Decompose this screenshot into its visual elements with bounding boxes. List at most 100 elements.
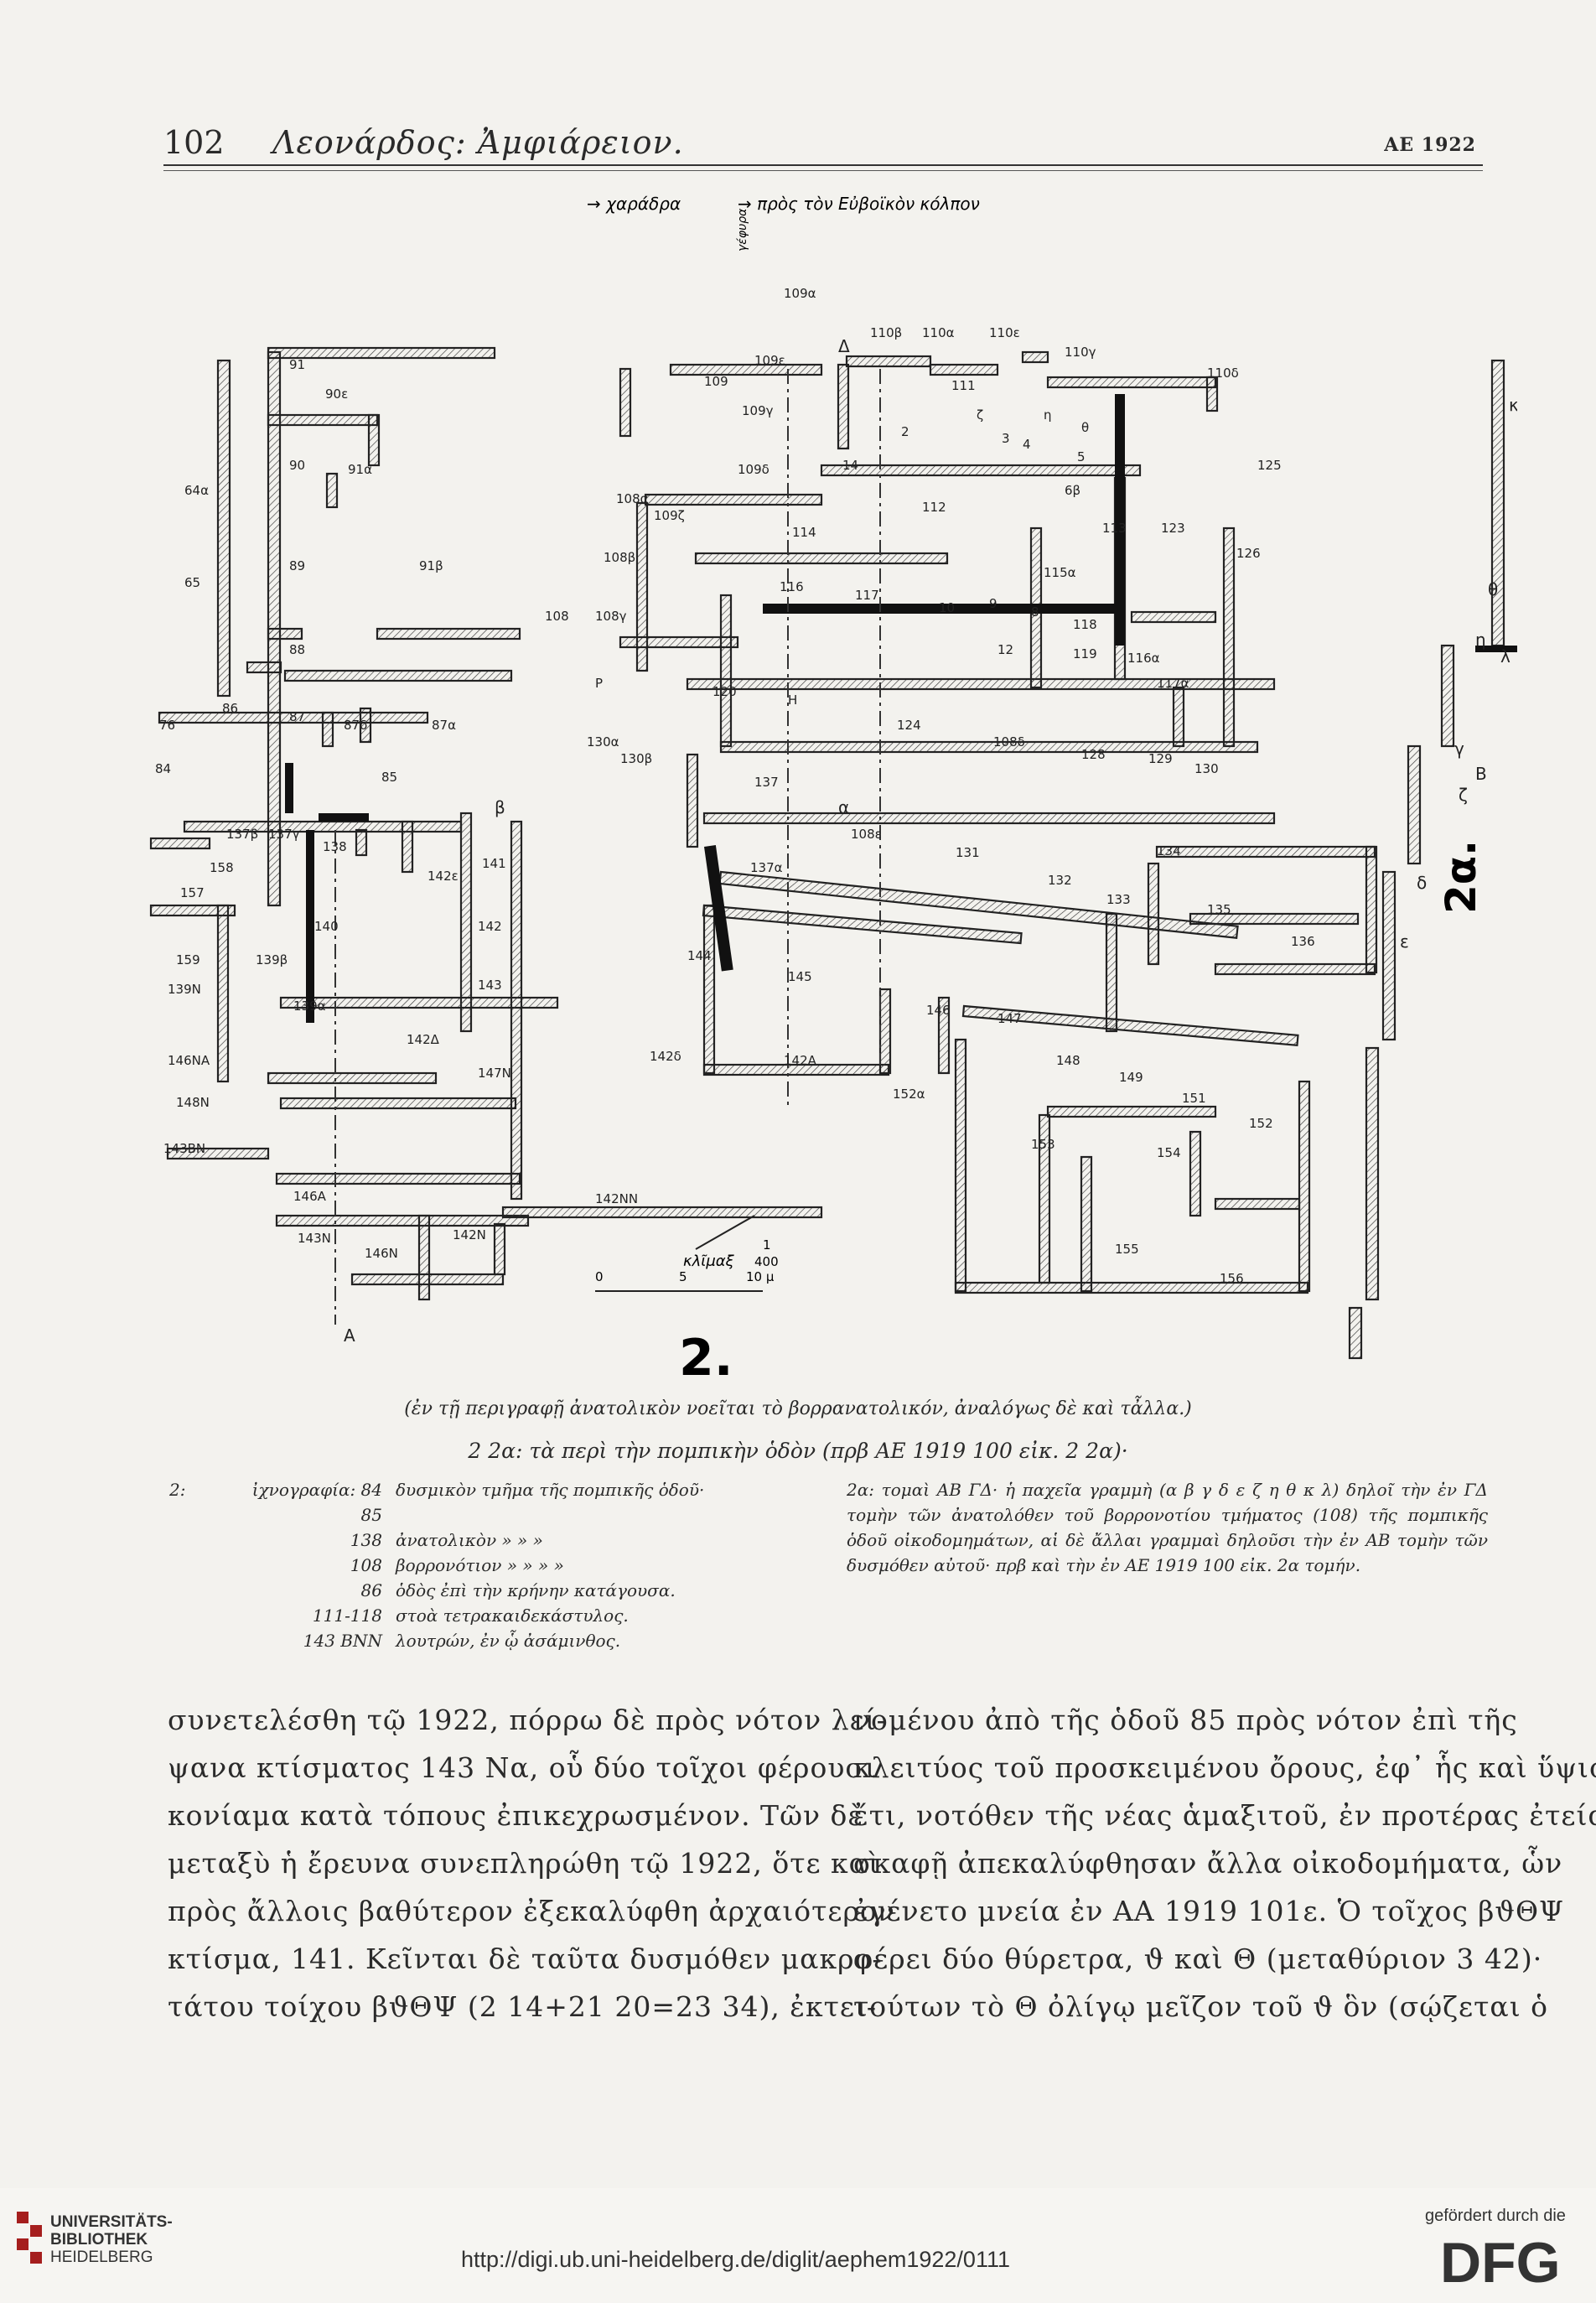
section-letter: ε [1400,931,1409,952]
room-label: 90ε [325,386,348,402]
room-label: 142 [478,919,502,934]
room-label: 108γ [595,609,627,624]
room-label: 108β [604,550,635,565]
dfg-logo-icon[interactable]: DFG [1440,2230,1583,2289]
library-name-line: BIBLIOTHEK [50,2231,148,2249]
library-name-line: UNIVERSITÄTS- [50,2213,173,2231]
room-label: 143 [478,978,502,993]
room-label: P [595,676,603,691]
room-label: 117α [1157,676,1189,691]
room-label: 129 [1148,751,1173,766]
room-label: 118 [1073,617,1097,632]
section-letter: A [344,1325,355,1346]
room-label: 146A [293,1189,327,1204]
room-label: 110α [922,325,955,340]
scale-north-arrow [695,1215,755,1250]
room-label: 141 [482,856,506,871]
room-label: 131 [956,845,980,860]
scale-start: 0 [595,1269,604,1284]
scale-mid: 5 [679,1269,687,1284]
room-label: 137β [226,827,258,842]
plan-bridge-label: γέφυρα [736,208,749,252]
room-label: 156 [1220,1271,1244,1286]
room-label: 91α [348,462,372,477]
room-label: 135 [1207,902,1231,917]
room-label: 88 [289,642,305,657]
room-label: 146N [365,1246,398,1261]
room-label: 6β [1065,483,1080,498]
room-label: 115α [1044,565,1076,580]
header-rule-thin [163,170,1483,171]
room-label: 10 [939,600,955,615]
room-label: 159 [176,952,200,967]
room-label: 110β [870,325,902,340]
room-label: 109α [784,286,816,301]
room-label: 84 [155,761,171,776]
legend-prefix [169,1553,236,1578]
legend-key: 108 [350,1555,382,1575]
plan-top-label-left: → χαράδρα [587,194,681,214]
room-label: 8 [1031,604,1039,620]
room-label: 89 [289,558,305,573]
room-label: 137γ [268,827,300,842]
wall-hatching [149,346,1505,1360]
text-line: κλειτύος τοῦ προσκειμένου ὄρους, ἐφ᾽ ἧς … [853,1751,1596,1784]
room-label: 157 [180,885,205,900]
room-label: 108δ [993,734,1025,750]
legend-right: 2α: τομαὶ ΑΒ ΓΔ· ἡ παχεῖα γραμμὴ (α β γ … [847,1480,1488,1575]
scale-fraction-bottom: 400 [754,1254,779,1269]
room-label: 119 [1073,646,1097,661]
text-line: τούτων τὸ Θ ὀλίγῳ μεῖζον τοῦ ϑ ὃν (σῴζετ… [853,1990,1548,2023]
text-line: φέρει δύο θύρετρα, ϑ καὶ Θ (μεταθύριον 3… [853,1943,1543,1975]
source-url-link[interactable]: http://digi.ub.uni-heidelberg.de/diglit/… [461,2247,1010,2272]
room-label: 9 [989,596,998,611]
room-label: 149 [1119,1070,1143,1085]
text-line: συνετελέσθη τῷ 1922, πόρρω δὲ πρὸς νότον… [168,1704,887,1736]
room-label: 85 [381,770,397,785]
section-letter: γ [1454,739,1464,759]
legend-prefix [169,1578,236,1603]
room-label: 2 [901,424,909,439]
text-line: κονίαμα κατὰ τόπους ἐπικεχρωσμένον. Τῶν … [168,1799,864,1832]
room-label: 109ε [754,353,785,368]
figure-number: 2. [679,1329,733,1383]
funding-note: gefördert durch die [1425,2207,1566,2225]
room-label: 133 [1106,892,1131,907]
figure-number-right: 2α. [1437,840,1485,914]
dfg-logo-text: DFG [1440,2231,1561,2289]
room-label: 3 [1002,431,1010,446]
room-label: ζ [977,407,983,423]
section-letter: λ [1500,646,1510,667]
library-name[interactable]: UNIVERSITÄTS- BIBLIOTHEK HEIDELBERG [50,2213,173,2266]
text-line: ἐγένετο μνεία ἐν ΑΑ 1919 101ε. Ὁ τοῖχος … [853,1895,1564,1927]
room-label: 137α [750,860,783,875]
room-label: 151 [1182,1091,1206,1106]
room-label: 112 [922,500,946,515]
room-label: 14 [842,458,858,473]
legend-prefix: 2: [169,1480,186,1500]
section-letter: Δ [838,336,850,356]
room-label: 109ζ [654,508,685,523]
site-plan-drawing: → χαράδρα → πρὸς τὸν Εὐβοϊκὸν κόλπον γέφ… [149,194,1519,1388]
room-label: 139α [293,998,326,1014]
legend-text: λουτρών, ἐν ᾧ ἀσάμινθος. [396,1631,621,1651]
section-lines [334,369,881,1325]
room-label: 117 [855,588,879,603]
room-label: 147 [998,1011,1022,1026]
section-letter: θ [1488,579,1498,599]
room-label: 111 [951,378,976,393]
room-labels: 91 90 90ε 91α 64α 89 91β 65 88 86 87 87δ… [155,286,1315,1286]
section-letter: κ [1509,395,1517,415]
room-label: 109 [704,374,728,389]
solid-wall-marks [285,394,1517,1023]
legend-text: ὁδὸς ἐπὶ τὴν κρήνην κατάγουσα. [396,1580,676,1600]
room-label: 125 [1257,458,1282,473]
room-label: 120 [712,684,737,699]
room-label: 110γ [1065,345,1096,360]
text-line: νομένου ἀπὸ τῆς ὁδοῦ 85 πρὸς νότον ἐπὶ τ… [853,1704,1518,1736]
